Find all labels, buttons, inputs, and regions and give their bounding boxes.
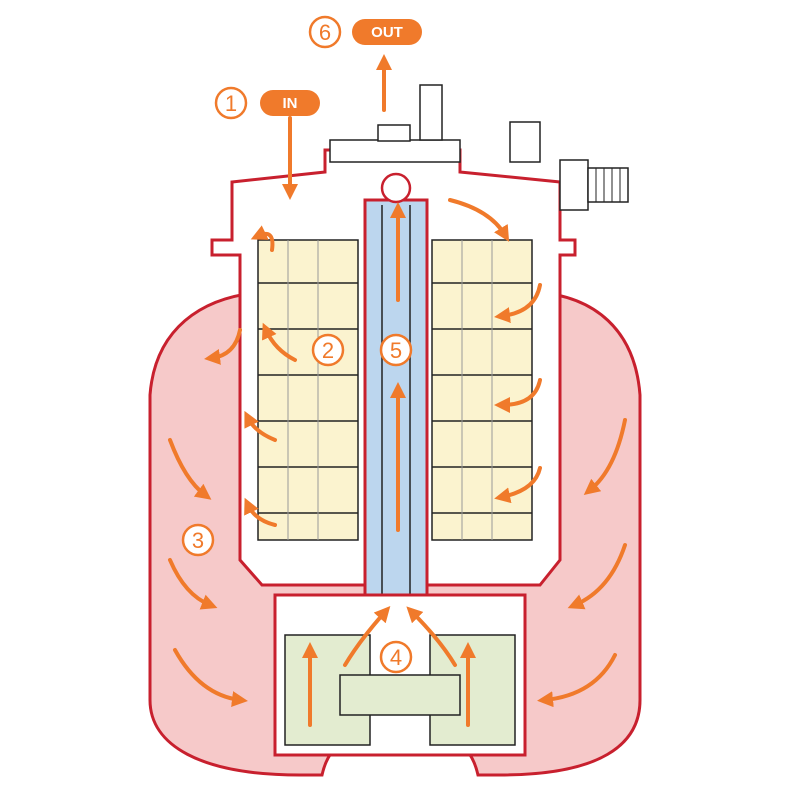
arrow-top-right (448, 198, 510, 242)
arrow-side-r2 (567, 543, 627, 610)
step-2-marker: 2 (311, 333, 345, 367)
arrow-bio-center-l (343, 606, 391, 667)
step-1-marker: 1 IN (214, 86, 320, 120)
arrow-left-4 (244, 497, 277, 527)
step-3-number: 3 (192, 528, 204, 553)
arrow-right-2 (494, 378, 542, 413)
arrow-left-1 (204, 328, 242, 365)
step-6-number: 6 (319, 20, 331, 45)
arrow-side-l1 (168, 438, 212, 500)
out-label: OUT (371, 24, 403, 41)
flow-arrows (168, 54, 627, 727)
sponge-stack-right (431, 239, 533, 541)
sponge-stack-left (257, 239, 359, 541)
step-4-number: 4 (390, 645, 402, 670)
arrow-side-l3 (173, 648, 248, 707)
arrow-bio-center-r (406, 606, 457, 667)
arrow-right-1 (494, 283, 542, 323)
arrow-right-3 (494, 466, 542, 504)
arrow-side-l2 (168, 558, 218, 610)
arrow-top-left (250, 225, 275, 252)
arrow-side-r1 (583, 418, 627, 496)
arrow-side-r3 (537, 653, 617, 708)
in-label: IN (283, 95, 298, 112)
hose-connector (559, 159, 629, 211)
step-4-marker: 4 (379, 640, 413, 674)
arrow-left-2 (261, 322, 297, 362)
step-3-marker: 3 (181, 523, 215, 557)
step-2-number: 2 (322, 338, 334, 363)
step-5-marker: 5 (379, 333, 413, 367)
arrow-left-3 (244, 410, 277, 442)
step-5-number: 5 (390, 338, 402, 363)
bio-media-center (339, 674, 461, 716)
sponge-divisions (258, 240, 532, 540)
step-6-marker: 6 OUT (308, 15, 422, 49)
lid-assembly (329, 84, 541, 163)
step-1-number: 1 (225, 91, 237, 116)
